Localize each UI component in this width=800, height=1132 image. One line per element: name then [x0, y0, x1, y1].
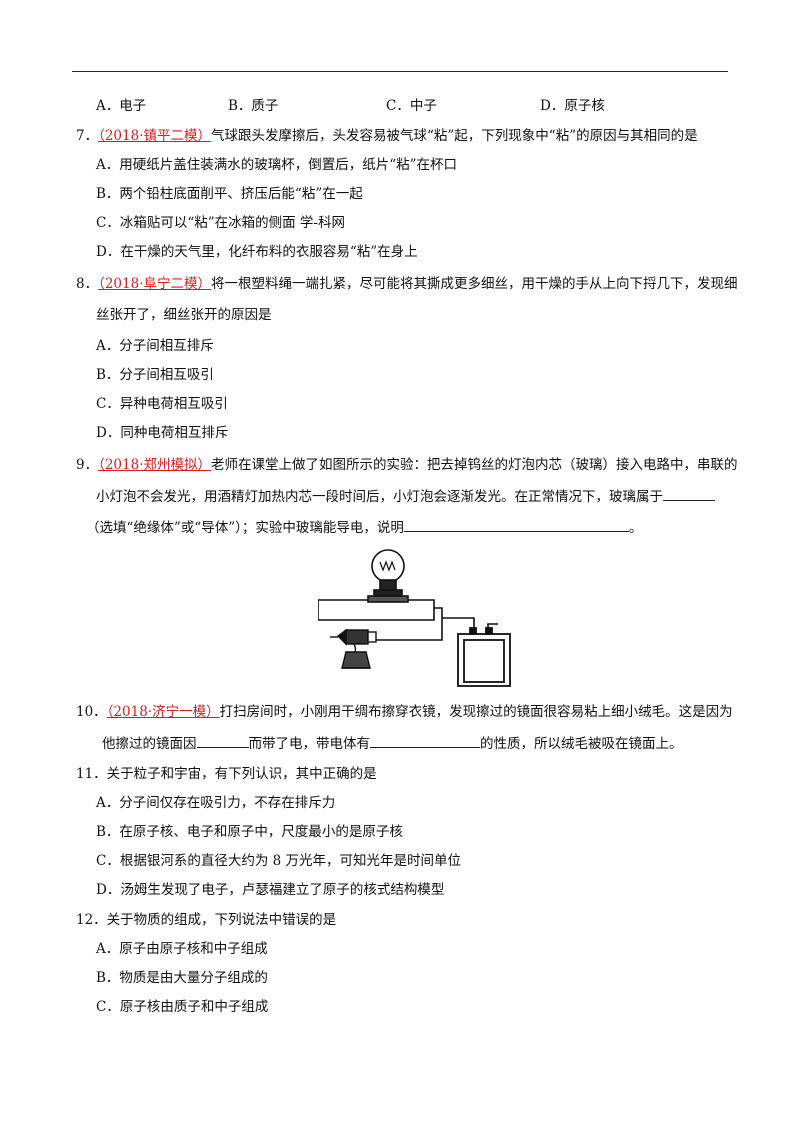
q7-number: 7． — [76, 128, 99, 144]
q7-option-c: C．冰箱贴可以“粘”在冰箱的侧面 学-科网 — [96, 215, 345, 231]
q10-answer-blank-2[interactable] — [370, 733, 480, 748]
q11-option-a: A．分子间仅存在吸引力，不存在排斥力 — [96, 795, 336, 811]
q8-option-d: D．同种电荷相互排斥 — [96, 425, 229, 441]
q10-stem-line-2: 他擦过的镜面因 而带了电，带电体有 的性质，所以绒毛被吸在镜面上。 — [102, 733, 683, 754]
q9-stem-end: 。 — [628, 520, 643, 536]
q8-option-c: C．异种电荷相互吸引 — [96, 396, 228, 412]
q11-option-b: B．在原子核、电子和原子中，尺度最小的是原子核 — [96, 824, 403, 840]
q6-option-c: C．中子 — [386, 98, 437, 114]
q12-stem: 12．关于物质的组成，下列说法中错误的是 — [76, 912, 337, 928]
q8-option-b: B．分子间相互吸引 — [96, 367, 214, 383]
q9-number: 9． — [76, 457, 99, 473]
q9-answer-blank-1[interactable] — [663, 486, 715, 501]
q8-stem-line: 8．（2018·阜宁二模）将一根塑料绳一端扎紧，尽可能将其撕成更多细丝，用干燥的… — [76, 274, 738, 294]
q10-stem-part-1: 他擦过的镜面因 — [102, 736, 197, 752]
q7-source: （2018·镇平二模） — [98, 128, 211, 144]
q7-stem-line: 7．（2018·镇平二模）气球跟头发摩擦后，头发容易被气球“粘”起，下列现象中“… — [76, 126, 698, 146]
q8-source: （2018·阜宁二模） — [98, 276, 211, 292]
q10-stem-part-2: 而带了电，带电体有 — [248, 736, 371, 752]
battery-box-icon — [457, 627, 511, 687]
q11-option-c: C．根据银河系的直径大约为 8 万光年，可知光年是时间单位 — [96, 853, 462, 869]
light-bulb-icon — [367, 549, 409, 603]
q9-stem-line: 9．（2018·郑州模拟）老师在课堂上做了如图所示的实验：把去掉钨丝的灯泡内芯（… — [76, 455, 738, 475]
q9-source: （2018·郑州模拟） — [98, 457, 211, 473]
circuit-diagram — [318, 549, 511, 687]
q6-option-d: D．原子核 — [540, 98, 605, 114]
q7-stem: 气球跟头发摩擦后，头发容易被气球“粘”起，下列现象中“粘”的原因与其相同的是 — [211, 128, 698, 144]
q8-stem: 将一根塑料绳一端扎紧，尽可能将其撕成更多细丝，用干燥的手从上向下捋几下，发现细 — [211, 276, 738, 292]
q9-answer-blank-2[interactable] — [403, 517, 629, 532]
q9-stem: 老师在课堂上做了如图所示的实验：把去掉钨丝的灯泡内芯（玻璃）接入电路中，串联的 — [211, 457, 738, 473]
q11-option-d: D．汤姆生发现了电子，卢瑟福建立了原子的核式结构模型 — [96, 882, 445, 898]
q9-stem-line-2: 小灯泡不会发光，用酒精灯加热内芯一段时间后，小灯泡会逐渐发光。在正常情况下，玻璃… — [96, 486, 715, 507]
q8-stem-continued: 丝张开了，细丝张开的原因是 — [96, 307, 272, 323]
q8-option-a: A．分子间相互排斥 — [96, 338, 214, 354]
q9-stem-continued: 小灯泡不会发光，用酒精灯加热内芯一段时间后，小灯泡会逐渐发光。在正常情况下，玻璃… — [96, 489, 663, 505]
q7-option-a: A．用硬纸片盖住装满水的玻璃杯，倒置后，纸片“粘”在杯口 — [96, 157, 458, 173]
q10-source: （2018·济宁一模） — [106, 704, 220, 720]
q8-number: 8． — [76, 276, 99, 292]
q10-number: 10． — [76, 704, 107, 720]
q10-stem-line: 10．（2018·济宁一模）打扫房间时，小刚用干绸布擦穿衣镜，发现擦过的镜面很容… — [76, 702, 733, 722]
q12-option-b: B．物质是由大量分子组成的 — [96, 970, 268, 986]
q9-stem-part: （选填“绝缘体”或“导体”）；实验中玻璃能导电，说明 — [86, 520, 404, 536]
q10-stem-part-3: 的性质，所以绒毛被吸在镜面上。 — [480, 736, 683, 752]
q6-option-a: A．电子 — [96, 98, 147, 114]
alcohol-lamp-icon — [341, 643, 371, 669]
q7-option-d: D．在干燥的天气里，化纤布料的衣服容易“粘”在身上 — [96, 244, 418, 260]
header-rule — [72, 71, 728, 72]
q10-answer-blank-1[interactable] — [196, 733, 249, 748]
q7-option-b: B．两个铅柱底面削平、挤压后能“粘”在一起 — [96, 186, 363, 202]
glass-core-icon — [330, 628, 377, 646]
q6-option-b: B．质子 — [228, 98, 279, 114]
q9-stem-line-3: （选填“绝缘体”或“导体”）；实验中玻璃能导电，说明 。 — [86, 517, 642, 538]
q11-stem: 11．关于粒子和宇宙，有下列认识，其中正确的是 — [76, 766, 377, 782]
q12-option-c: C．原子核由质子和中子组成 — [96, 999, 269, 1015]
q6-options: A．电子 B．质子 C．中子 D．原子核 — [0, 96, 800, 116]
q12-option-a: A．原子由原子核和中子组成 — [96, 941, 268, 957]
q10-stem: 打扫房间时，小刚用干绸布擦穿衣镜，发现擦过的镜面很容易粘上细小绒毛。这是因为 — [219, 704, 733, 720]
